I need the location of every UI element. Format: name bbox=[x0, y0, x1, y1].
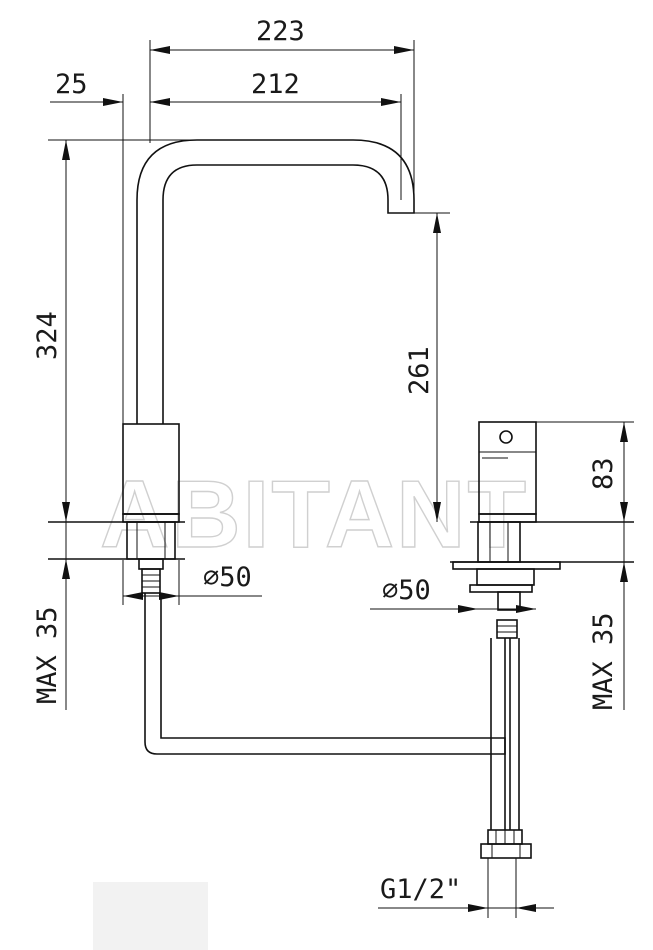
dim-max35-right-label: MAX 35 bbox=[588, 612, 619, 710]
dim-diameter-left-label: ⌀50 bbox=[203, 562, 252, 593]
deck-lines bbox=[48, 521, 634, 563]
dim-g12-label: G1/2" bbox=[380, 874, 461, 905]
dim-diameter-right-label: ⌀50 bbox=[382, 575, 431, 606]
dim-25-label: 25 bbox=[55, 69, 88, 100]
dim-83-label: 83 bbox=[588, 457, 619, 490]
mixer-handle bbox=[452, 421, 561, 859]
dim-212-25 bbox=[50, 94, 402, 424]
dim-max35-left-label: MAX 35 bbox=[32, 606, 63, 704]
dim-212-label: 212 bbox=[251, 69, 300, 100]
handle-indicator-icon bbox=[499, 430, 513, 444]
dim-g12 bbox=[378, 858, 554, 918]
dim-diameter-left bbox=[122, 560, 262, 605]
grey-placeholder-box bbox=[93, 882, 208, 950]
dim-324 bbox=[48, 139, 190, 522]
dim-diameter-right bbox=[370, 605, 536, 613]
supply-hose bbox=[144, 593, 506, 755]
dim-223 bbox=[149, 40, 415, 210]
dim-max35-left bbox=[62, 522, 70, 710]
dim-261-label: 261 bbox=[404, 346, 435, 395]
dim-223-label: 223 bbox=[256, 16, 305, 47]
dim-324-label: 324 bbox=[32, 311, 63, 360]
dim-261 bbox=[400, 212, 450, 522]
dim-max35-right bbox=[620, 522, 628, 710]
dim-83 bbox=[536, 421, 634, 522]
